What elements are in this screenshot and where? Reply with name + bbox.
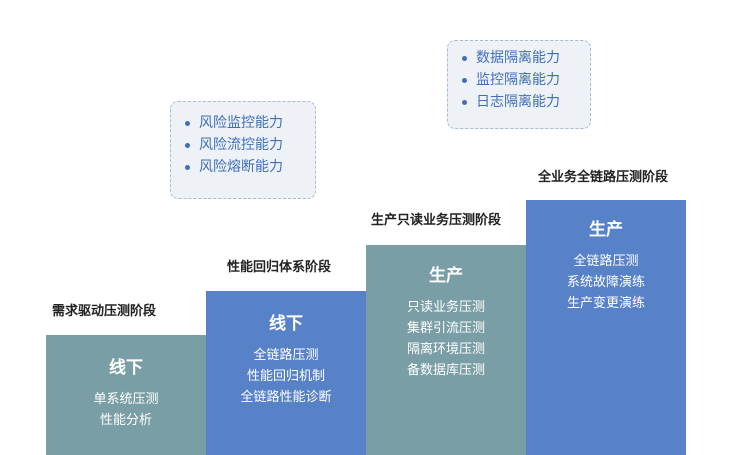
stage-3-line: 备数据库压测 — [406, 363, 485, 378]
stage-1-line: 性能分析 — [99, 413, 152, 428]
capability-label: 风险流控能力 — [199, 137, 283, 153]
stage-1-title: 需求驱动压测阶段 — [52, 304, 157, 319]
risk-capability-box: 风险监控能力 风险流控能力 风险熔断能力 — [170, 101, 316, 199]
stage-4-line: 生产变更演练 — [566, 296, 645, 311]
capability-item: 监控隔离能力 — [462, 69, 576, 91]
stage-1-header: 线下 — [109, 358, 143, 378]
capability-label: 风险监控能力 — [199, 115, 283, 131]
stage-1-line: 单系统压测 — [93, 392, 159, 407]
capability-label: 数据隔离能力 — [476, 50, 560, 66]
capability-item: 风险熔断能力 — [185, 156, 301, 178]
capability-item: 风险监控能力 — [185, 112, 301, 134]
bullet-icon — [462, 77, 467, 83]
stage-3-line: 只读业务压测 — [406, 300, 485, 315]
stage-3-line: 隔离环境压测 — [406, 342, 485, 357]
stage-3-line: 集群引流压测 — [406, 321, 485, 336]
stage-1-step: 线下 单系统压测 性能分析 — [46, 335, 206, 455]
capability-label: 风险熔断能力 — [199, 159, 283, 175]
stage-4-header: 生产 — [589, 220, 623, 240]
isolation-capability-box: 数据隔离能力 监控隔离能力 日志隔离能力 — [447, 40, 591, 129]
bullet-icon — [185, 164, 190, 170]
stage-2-line: 性能回归机制 — [246, 369, 325, 384]
bullet-icon — [462, 99, 467, 105]
stage-4-line: 全链路压测 — [573, 254, 639, 269]
stage-4-line: 系统故障演练 — [566, 275, 645, 290]
stage-4-step: 生产 全链路压测 系统故障演练 生产变更演练 — [526, 200, 686, 455]
bullet-icon — [462, 55, 467, 61]
stage-2-header: 线下 — [269, 314, 303, 334]
capability-item: 日志隔离能力 — [462, 91, 576, 113]
capability-item: 风险流控能力 — [185, 134, 301, 156]
stage-3-header: 生产 — [429, 266, 463, 286]
bullet-icon — [185, 142, 190, 148]
stage-2-step: 线下 全链路压测 性能回归机制 全链路性能诊断 — [206, 291, 366, 455]
stage-3-title: 生产只读业务压测阶段 — [371, 213, 502, 228]
capability-item: 数据隔离能力 — [462, 47, 576, 69]
stage-2-title: 性能回归体系阶段 — [227, 260, 332, 275]
stage-2-line: 全链路压测 — [253, 348, 319, 363]
capability-label: 日志隔离能力 — [476, 94, 560, 110]
capability-label: 监控隔离能力 — [476, 72, 560, 88]
stage-4-title: 全业务全链路压测阶段 — [538, 170, 669, 185]
bullet-icon — [185, 120, 190, 126]
stage-2-line: 全链路性能诊断 — [240, 390, 332, 405]
stage-3-step: 生产 只读业务压测 集群引流压测 隔离环境压测 备数据库压测 — [366, 245, 526, 455]
